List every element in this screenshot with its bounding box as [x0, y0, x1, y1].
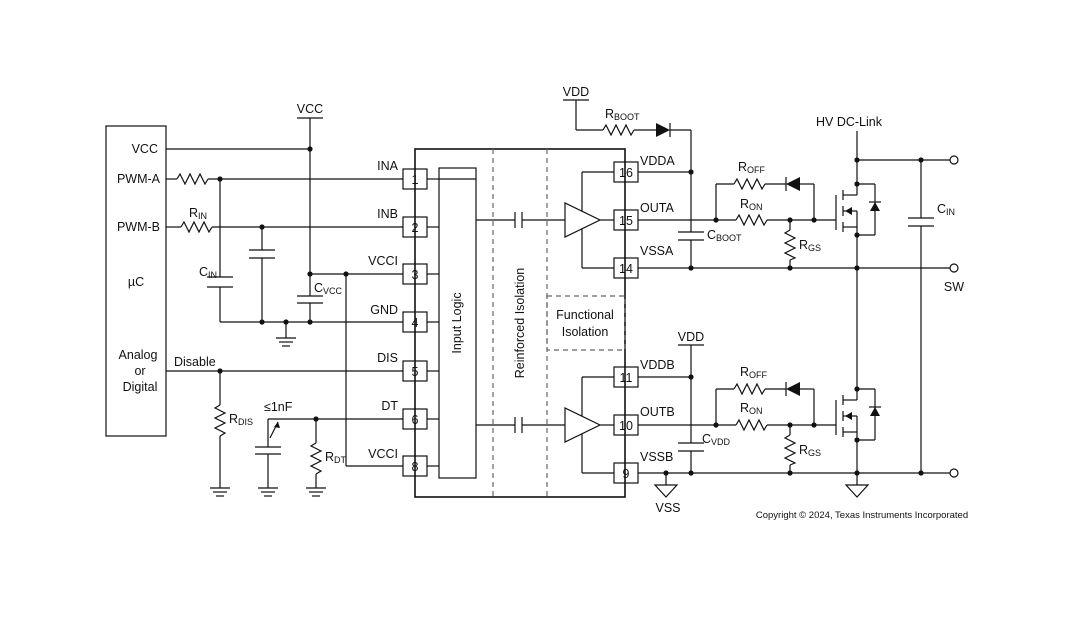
- pin-8: 8 VCCI: [368, 447, 428, 477]
- svg-text:1: 1: [412, 173, 419, 187]
- pin-4: 4 GND: [370, 303, 428, 333]
- vdd-boot-net-label: VDD: [563, 85, 589, 99]
- mcu-or-label: or: [134, 364, 145, 378]
- pin-10: 10 OUTB: [613, 405, 675, 436]
- mcu-vcc-label: VCC: [132, 142, 158, 156]
- pin-inb-label: INB: [377, 207, 398, 221]
- input-network: VCC CIN RIN CVCC: [166, 102, 403, 497]
- functional-isolation-label-1: Functional: [556, 308, 614, 322]
- vss-net-label: VSS: [655, 501, 680, 515]
- cvcc-label: CVCC: [314, 281, 343, 296]
- pin-16: 16 VDDA: [613, 154, 675, 183]
- ron-b-label: RON: [740, 401, 763, 416]
- pin-14: 14 VSSA: [613, 244, 674, 279]
- svg-text:15: 15: [619, 214, 633, 228]
- vdd-b-net-label: VDD: [678, 330, 704, 344]
- svg-text:4: 4: [412, 316, 419, 330]
- pin-2: 2 INB: [377, 207, 428, 238]
- ron-a-resistor: [735, 213, 768, 227]
- pin-15: 15 OUTA: [613, 201, 674, 231]
- pin-outb-label: OUTB: [640, 405, 675, 419]
- left-pins: 1 INA 2 INB 3 VCCI 4 GND 5 DIS 6 DT: [368, 159, 440, 477]
- right-pins: 16 VDDA 15 OUTA 14 VSSA 11 VDDB 10 OUTB …: [613, 154, 675, 484]
- svg-text:14: 14: [619, 262, 633, 276]
- ron-a-label: RON: [740, 197, 763, 212]
- functional-isolation-label-2: Isolation: [562, 325, 609, 339]
- svg-text:10: 10: [619, 419, 633, 433]
- svg-text:6: 6: [412, 413, 419, 427]
- mcu-pwm-b-label: PWM-B: [117, 220, 160, 234]
- rdt-label: RDT: [325, 450, 347, 465]
- high-side-network: VDD RBOOT CBOOT SW ROFF: [563, 85, 964, 473]
- hv-dc-link-label: HV DC-Link: [816, 115, 883, 129]
- pin-1: 1 INA: [377, 159, 428, 190]
- rgs-a-resistor: [783, 229, 797, 261]
- pin-vcci-2-label: VCCI: [368, 447, 398, 461]
- mcu-digital-label: Digital: [123, 380, 158, 394]
- rgs-b-label: RGS: [799, 443, 821, 458]
- reinforced-isolation-label: Reinforced Isolation: [513, 268, 527, 379]
- copyright-text: Copyright © 2024, Texas Instruments Inco…: [756, 510, 968, 521]
- svg-text:5: 5: [412, 365, 419, 379]
- pin-3: 3 VCCI: [368, 254, 428, 285]
- pin-5: 5 DIS: [377, 351, 428, 382]
- mcu-analog-label: Analog: [119, 348, 158, 362]
- mcu-uc-label: µC: [128, 275, 144, 289]
- input-logic-label: Input Logic: [450, 292, 464, 353]
- ron-b-resistor: [735, 418, 768, 432]
- gate-driver-ic: Input Logic Reinforced Isolation Functio…: [414, 148, 626, 498]
- rin-resistor: [180, 220, 213, 234]
- rdis-resistor: [213, 404, 227, 437]
- roff-a-label: ROFF: [738, 160, 766, 175]
- sw-net-label: SW: [944, 280, 964, 294]
- pwm-a-resistor: [176, 172, 209, 186]
- rboot-label: RBOOT: [605, 107, 640, 122]
- cvdd-label: CVDD: [702, 432, 731, 447]
- pin-9: 9 VSSB: [613, 450, 673, 484]
- svg-text:2: 2: [412, 221, 419, 235]
- svg-text:3: 3: [412, 268, 419, 282]
- rdis-label: RDIS: [229, 412, 253, 427]
- roff-a-resistor: [733, 177, 766, 191]
- pin-6: 6 DT: [381, 399, 428, 430]
- cboot-label: CBOOT: [707, 228, 742, 243]
- roff-b-resistor: [733, 382, 766, 396]
- high-side-mosfet: [835, 160, 881, 268]
- disable-label: Disable: [174, 355, 216, 369]
- pin-vssb-label: VSSB: [640, 450, 673, 464]
- low-side-network: VDD CVDD VSS ROFF RON: [638, 268, 959, 515]
- roff-b-diode: [786, 382, 800, 396]
- pin-dt-label: DT: [381, 399, 398, 413]
- rdt-resistor: [309, 442, 323, 475]
- pin-ina-label: INA: [377, 159, 399, 173]
- vcc-net-label: VCC: [297, 102, 323, 116]
- microcontroller-block: VCC PWM-A PWM-B µC Analog or Digital: [105, 125, 167, 437]
- svg-text:16: 16: [619, 166, 633, 180]
- pin-gnd-label: GND: [370, 303, 398, 317]
- pin-vddb-label: VDDB: [640, 358, 675, 372]
- svg-text:11: 11: [620, 371, 633, 385]
- pin-vcci-label: VCCI: [368, 254, 398, 268]
- roff-b-label: ROFF: [740, 365, 768, 380]
- pin-dis-label: DIS: [377, 351, 398, 365]
- pin-outa-label: OUTA: [640, 201, 674, 215]
- rgs-a-label: RGS: [799, 238, 821, 253]
- svg-text:9: 9: [623, 467, 630, 481]
- mcu-pwm-a-label: PWM-A: [117, 172, 161, 186]
- rin-label: RIN: [189, 206, 207, 221]
- pin-11: 11 VDDB: [613, 358, 675, 388]
- svg-text:8: 8: [412, 460, 419, 474]
- cin-right-label: CIN: [937, 202, 955, 217]
- pin-vssa-label: VSSA: [640, 244, 674, 258]
- rgs-b-resistor: [783, 434, 797, 466]
- rboot-resistor: [602, 123, 635, 137]
- low-side-mosfet: [835, 268, 881, 485]
- cdt-label: ≤1nF: [264, 400, 293, 414]
- cin-left-label: CIN: [199, 265, 217, 280]
- roff-a-diode: [786, 177, 800, 191]
- pin-vdda-label: VDDA: [640, 154, 675, 168]
- boot-diode: [656, 123, 670, 137]
